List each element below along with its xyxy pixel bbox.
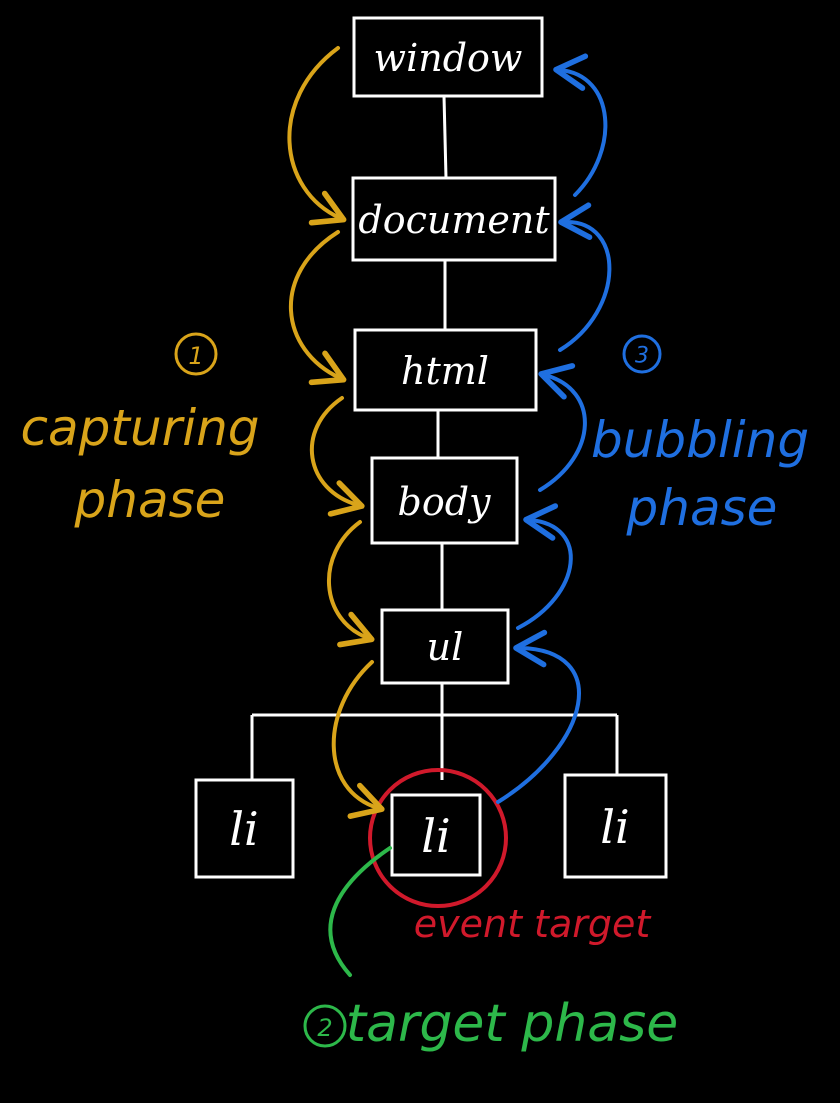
node-li-center: li <box>390 793 482 877</box>
capturing-line2: phase <box>74 471 226 529</box>
bubbling-phase-label: 3 bubbling phase <box>591 334 809 537</box>
node-body-box <box>370 456 519 545</box>
bubble-arrow-ul-body <box>516 503 573 630</box>
capturing-arrows <box>287 46 385 819</box>
bubbling-line1: bubbling <box>591 411 809 469</box>
capturing-number-badge <box>174 332 218 376</box>
node-li-center-box <box>390 793 482 877</box>
capture-arrow-html-body <box>309 396 365 517</box>
capturing-phase-label: 1 capturing phase <box>20 332 260 529</box>
node-li-center-label: li <box>421 809 450 863</box>
node-body-label: body <box>398 480 492 524</box>
target-phase-pointer <box>328 846 392 977</box>
connector-window-document <box>442 95 448 179</box>
bubble-arrow-html-document <box>558 202 612 352</box>
node-body: body <box>370 456 519 545</box>
target-number-badge <box>303 1004 347 1048</box>
target-number: 2 <box>317 1014 332 1042</box>
node-li-right: li <box>563 773 668 879</box>
event-target-circle <box>368 768 508 908</box>
node-ul-box <box>380 608 510 685</box>
bubbling-number: 3 <box>635 344 649 369</box>
target-phase-text: target phase <box>346 994 678 1054</box>
capturing-number: 1 <box>188 342 203 370</box>
node-html-label: html <box>401 349 489 393</box>
target-phase-label: 2 target phase <box>303 994 678 1054</box>
node-li-left-label: li <box>229 802 258 856</box>
node-window: window <box>352 16 544 98</box>
node-li-right-label: li <box>600 800 629 854</box>
bubbling-line2: phase <box>626 479 778 537</box>
bubble-arrow-li-ul <box>496 629 581 804</box>
node-li-left-box <box>194 778 295 879</box>
node-window-label: window <box>374 36 523 80</box>
node-html: html <box>353 328 538 412</box>
capture-arrow-window-document <box>287 46 347 226</box>
node-li-right-box <box>563 773 668 879</box>
event-target-label: event target <box>414 902 653 946</box>
capture-arrow-document-html <box>288 230 347 386</box>
node-li-left: li <box>194 778 295 879</box>
bubble-arrow-body-html <box>538 363 587 492</box>
capture-arrow-body-ul <box>327 520 375 648</box>
node-document-label: document <box>358 198 550 242</box>
node-html-box <box>353 328 538 412</box>
bubble-arrow-document-window <box>553 53 608 197</box>
tree-connectors <box>250 95 619 780</box>
node-document: document <box>351 176 557 262</box>
node-document-box <box>351 176 557 262</box>
bubbling-number-badge <box>622 334 662 374</box>
node-window-box <box>352 16 544 98</box>
node-ul-label: ul <box>427 625 464 669</box>
node-ul: ul <box>380 608 510 685</box>
capture-arrow-ul-li <box>331 660 385 819</box>
bubbling-arrows <box>496 53 612 804</box>
capturing-line1: capturing <box>20 399 259 457</box>
